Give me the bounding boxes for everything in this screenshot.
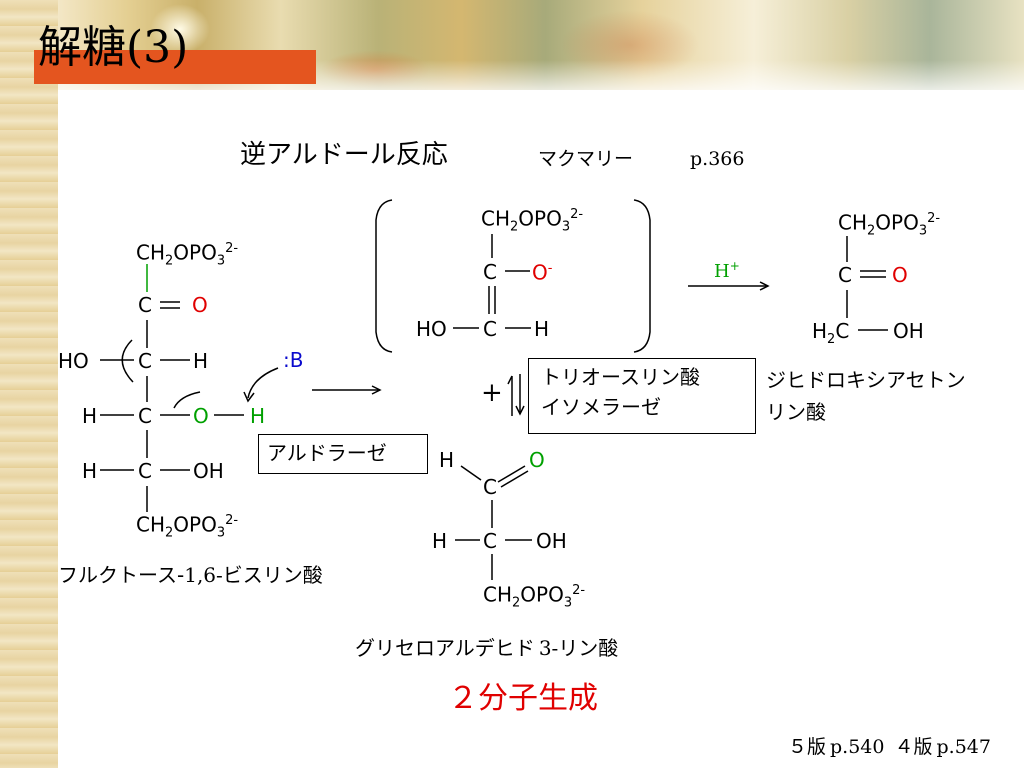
fbp-c2-carbon: C	[138, 293, 152, 317]
enolate-carbon-top: C	[483, 260, 497, 284]
g3p-carbonyl-bond-1	[497, 465, 526, 483]
g3p-c3-group: CH2OPO32-	[483, 582, 586, 611]
dhap-hydroxyl: OH	[893, 319, 924, 343]
aldolase-label: アルドラーゼ	[267, 441, 387, 465]
intermediate-bracket-right	[633, 199, 651, 353]
electron-arrow-base-head	[243, 391, 255, 403]
dhap-carbonyl-carbon: C	[838, 263, 852, 287]
g3p-bond-h-c	[460, 465, 482, 481]
fbp-c4-oxygen: O	[193, 404, 209, 428]
dhap-ch2-carbon: H2C	[812, 319, 850, 347]
fbp-c3-carbon: C	[138, 349, 152, 373]
slide-title: 解糖(3)	[38, 22, 189, 73]
conclusion-text: ２分子生成	[448, 681, 598, 716]
g3p-aldehyde-carbon: C	[483, 475, 497, 499]
fbp-carbonyl-oxygen: O	[192, 293, 208, 317]
proton-label: H+	[714, 259, 740, 282]
fbp-c5-hydrogen: H	[82, 459, 98, 483]
fbp-hydroxyl-hydrogen: H	[250, 404, 266, 428]
enolate-hydrogen: H	[534, 317, 550, 341]
electron-arrow-bond-cleavage	[121, 339, 134, 383]
isomerase-label-line2: イソメラーゼ	[541, 395, 661, 419]
enolate-carbon-bottom: C	[483, 317, 497, 341]
dhap-ch2-group: CH2OPO32-	[838, 210, 941, 239]
g3p-c2-hydrogen: H	[432, 529, 448, 553]
electron-arrow-base-deprotonation	[247, 367, 279, 399]
g3p-aldehyde-hydrogen: H	[439, 448, 455, 472]
enolate-oxygen: O-	[532, 260, 553, 285]
reference-page: p.366	[690, 148, 745, 170]
electron-arrow-alkoxide	[173, 391, 201, 409]
g3p-carbonyl-bond-2	[500, 470, 529, 488]
fbp-c4-carbon: C	[138, 404, 152, 428]
isomerase-box: トリオースリン酸 イソメラーゼ	[528, 358, 756, 434]
aldolase-box: アルドラーゼ	[258, 434, 428, 474]
reaction-heading: 逆アルドール反応	[240, 140, 448, 170]
fbp-c3-hydrogen: H	[193, 349, 209, 373]
title-highlight-bar	[34, 50, 316, 84]
fbp-c3-hydroxyl: HO	[58, 349, 89, 373]
banner-accent	[150, 4, 210, 54]
isomerase-label-line1: トリオースリン酸	[541, 365, 700, 389]
fbp-c1-group: CH2OPO32-	[136, 240, 239, 269]
intermediate-bracket-left	[375, 199, 393, 353]
left-decorative-strip	[0, 0, 58, 768]
g3p-c2-carbon: C	[483, 529, 497, 553]
enolate-hydroxyl: HO	[416, 317, 447, 341]
dhap-name-line1: ジヒドロキシアセトン	[766, 368, 966, 392]
fbp-c6-group: CH2OPO32-	[136, 512, 239, 541]
fbp-c5-hydroxyl: OH	[193, 459, 224, 483]
enolate-ch2-group: CH2OPO32-	[481, 206, 584, 235]
dhap-carbonyl-oxygen: O	[892, 263, 908, 287]
fbp-c4-hydrogen: H	[82, 404, 98, 428]
g3p-aldehyde-oxygen: O	[529, 448, 545, 472]
plus-sign: +	[481, 378, 503, 408]
base-label: :B	[283, 348, 304, 372]
reference-book: マクマリー	[538, 148, 634, 170]
fbp-c5-carbon: C	[138, 459, 152, 483]
dhap-name-line2: リン酸	[766, 400, 826, 424]
g3p-c2-hydroxyl: OH	[536, 529, 567, 553]
fbp-name: フルクトース-1,6-ビスリン酸	[58, 563, 323, 587]
